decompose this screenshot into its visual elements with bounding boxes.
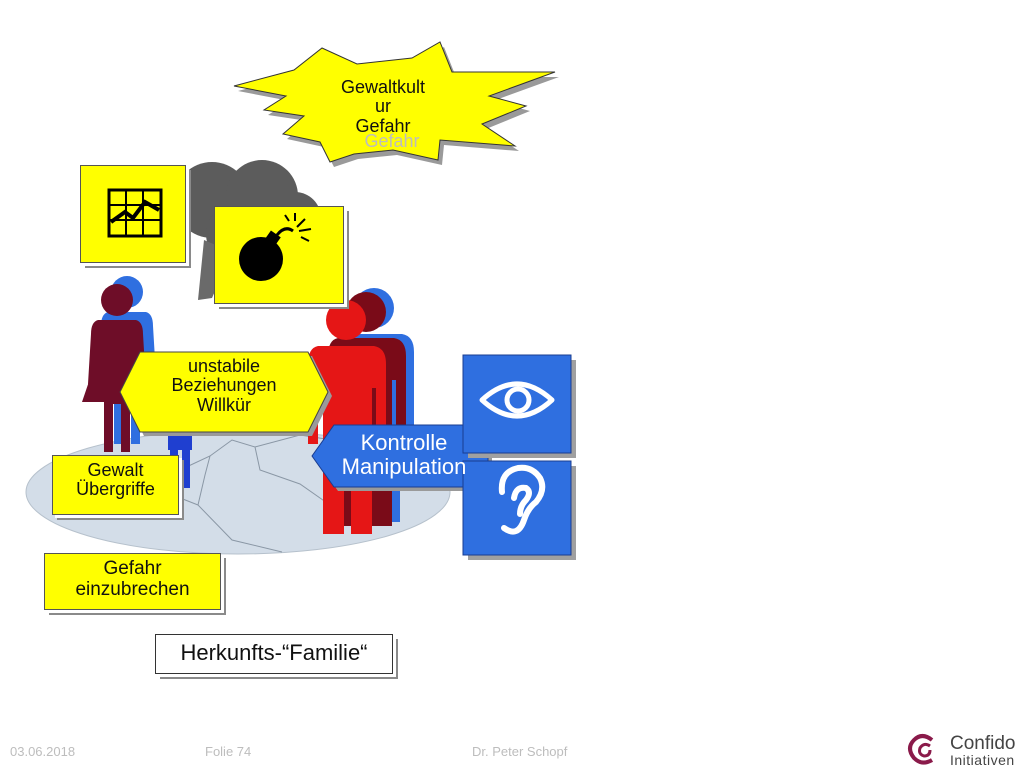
hexagon-label: unstabile Beziehungen Willkür bbox=[140, 356, 308, 415]
burst-line-1: Gewaltkult bbox=[340, 77, 426, 97]
ear-icon bbox=[498, 464, 546, 535]
kontrolle-arrow-label bbox=[311, 424, 492, 491]
burst-ghost-text: Gefahr bbox=[364, 131, 420, 151]
chart-icon bbox=[107, 188, 163, 238]
eye-icon bbox=[479, 381, 555, 419]
herkunft-label: Herkunfts-“Familie“ bbox=[180, 640, 368, 665]
gefahr-line-2: einzubrechen bbox=[75, 578, 190, 600]
logo-line-2: Initiativen bbox=[950, 752, 1015, 768]
eye-box bbox=[462, 354, 576, 458]
footer-slide-number: Folie 74 bbox=[205, 744, 252, 759]
logo-line-1: Confido bbox=[950, 733, 1016, 754]
hexagon-line-1: unstabile bbox=[187, 356, 261, 376]
burst-label: Gewaltkult ur Gefahr bbox=[318, 77, 448, 136]
ear-box bbox=[462, 460, 576, 560]
herkunft-box: Herkunfts-“Familie“ bbox=[155, 634, 393, 674]
bomb-icon bbox=[239, 213, 312, 281]
hexagon-line-2: Beziehungen bbox=[171, 375, 277, 396]
gewaltkultur-burst bbox=[233, 41, 559, 167]
kontrolle-line-1: Kontrolle bbox=[360, 430, 448, 455]
gewalt-line-1: Gewalt bbox=[87, 460, 144, 480]
gewalt-line-2: Übergriffe bbox=[76, 479, 155, 500]
unstabile-beziehungen-hexagon bbox=[119, 351, 332, 436]
chart-box bbox=[80, 165, 186, 263]
bomb-box bbox=[214, 206, 344, 304]
gewalt-box: Gewalt Übergriffe bbox=[52, 455, 179, 515]
footer-author: Dr. Peter Schopf bbox=[472, 744, 568, 759]
gefahr-line-1: Gefahr bbox=[103, 558, 162, 579]
burst-line-3: Gefahr bbox=[355, 115, 411, 136]
confido-logo-mark bbox=[908, 734, 934, 765]
hexagon-line-3: Willkür bbox=[197, 394, 251, 415]
footer-date: 03.06.2018 bbox=[10, 744, 76, 759]
burst-line-2: ur bbox=[374, 96, 391, 117]
kontrolle-line-2: Manipulation bbox=[341, 453, 467, 479]
kontrolle-label: Kontrolle Manipulation bbox=[322, 431, 486, 479]
confido-logo: Confido Initiativen bbox=[900, 730, 1024, 768]
gefahr-box: Gefahr einzubrechen bbox=[44, 553, 221, 610]
